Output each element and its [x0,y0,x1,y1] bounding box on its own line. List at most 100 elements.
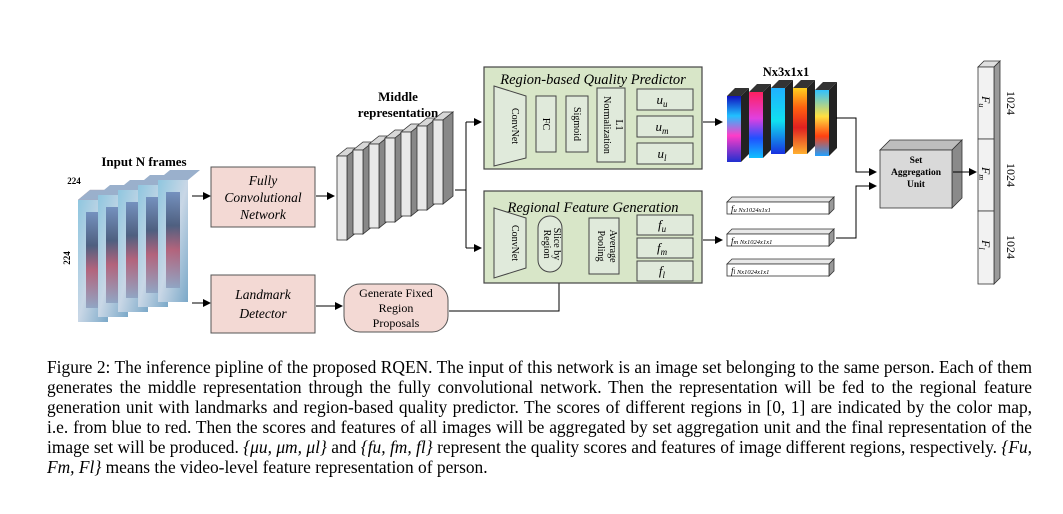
feature-m-main: f [657,240,663,255]
proposals-label-line2: Region [379,301,414,315]
score-heatmap [793,80,815,154]
input-frame-stack [77,170,200,322]
output-Fm-main: F [979,166,993,175]
proposals-box [343,283,449,333]
rfg-slice-block [537,215,563,273]
output-Fu-main: F [979,95,993,104]
svg-text:fu: fu [658,217,667,234]
score-u-main: u [657,92,664,107]
rqp-convnet-block [493,85,527,167]
rqen-pipeline-diagram: Input N frames 224 224 [62,60,1018,334]
rqp-title: Region-based Quality Predictor [499,72,686,88]
rfg-pool-label-line2: Pooling [595,230,606,261]
output-Fu-sub: u [977,103,986,107]
landmark-box [210,274,316,334]
caption-part-1: Figure 2: The inference pipline of the p… [47,357,1032,417]
score-heatmap [727,88,749,162]
svg-text:fm: fm [657,240,668,257]
score-heatmap-stack [727,80,837,162]
feature-m-sub: m [661,247,668,257]
rfg-slice-label-line2: Region [541,230,552,259]
output-Fl-dim: 1024 [1004,235,1018,259]
landmark-label-line2: Detector [238,306,287,321]
proposals-label-line1: Generate Fixed [359,286,433,300]
connector-features-to-agg [836,182,877,239]
rfg-title: Regional Feature Generation [506,200,678,216]
caption-part-2: are indicated by the color map, i.e. fro… [47,397,1032,457]
feature-vector-fl: fl Nx1024x1x1 [726,258,835,277]
feature-u-sub: u [662,224,667,234]
output-Fl-sub: l [977,247,986,250]
svg-text:fu Nx1024x1x1: fu Nx1024x1x1 [731,204,771,214]
rqp-sigmoid-label: Sigmoid [571,107,582,141]
caption-F-set: {Fu, Fm, Fl} [47,437,1033,477]
rqp-score-ul: ul [636,142,694,165]
fcn-label-line3: Network [239,207,287,222]
caption-interval: [0, 1] [766,397,806,417]
feature-vector-fm: fm Nx1024x1x1 [726,228,835,247]
svg-text:um: um [656,119,670,136]
score-l-sub: l [664,153,667,163]
score-heatmap [815,82,837,156]
rqp-fc-label: FC [540,118,551,131]
feature-l-sub: l [663,270,666,280]
output-Fm-dim: 1024 [1004,163,1018,187]
input-height-label: 224 [62,251,72,265]
arrow-proposals-to-slice [449,275,563,312]
input-title: Input N frames [101,154,186,169]
rqp-normalization-label: Normalization [601,96,612,154]
middle-label-line1: Middle [378,89,418,104]
rqp-l1norm-block [596,87,626,163]
rfg-slice-label-line1: Slice by [551,228,562,261]
caption-mu-set: {μu, μm, μl} [243,437,327,457]
rfg-convnet-block [493,207,527,279]
set-aggregation-unit [879,139,963,209]
svg-text:ul: ul [657,146,667,163]
rfg-pool-block [588,217,620,275]
svg-text:Fu: Fu [977,95,993,107]
fu-vector-sub: u Nx1024x1x1 [734,207,771,214]
svg-text:Fm: Fm [977,166,993,180]
rfg-pool-label-line1: Average [607,229,618,263]
score-l-main: u [657,146,664,161]
set-agg-label-line2: Aggregation [891,168,942,178]
rqp-fc-block [535,95,557,153]
feature-map [431,111,455,205]
fu-vector-main: f [731,204,735,214]
feature-l-main: f [659,263,665,278]
svg-text:fl Nx1024x1x1: fl Nx1024x1x1 [731,266,769,276]
output-vector-Fl [977,210,995,285]
rqp-score-um: um [636,115,694,138]
score-maps-label: Nx3x1x1 [763,65,810,79]
output-Fm-sub: m [977,174,986,180]
score-heatmap [749,84,771,158]
score-m-main: u [656,119,663,134]
set-agg-label-line3: Unit [907,180,926,190]
output-vector-stack [977,60,1001,285]
svg-text:fl: fl [659,263,666,280]
rqp-score-uu: uu [636,88,694,111]
svg-text:uu: uu [657,92,669,109]
caption-part-5: means the video-level feature representa… [101,457,488,477]
output-Fu-dim: 1024 [1004,91,1018,115]
fl-vector-sub: l Nx1024x1x1 [734,269,770,276]
figure-caption: Figure 2: The inference pipline of the p… [47,357,1032,477]
input-width-label: 224 [67,176,81,186]
landmark-label-line1: Landmark [234,287,292,302]
rqp-l1-label: L1 [613,119,624,130]
rfg-feature-fm: fm [636,237,694,259]
svg-text:fm Nx1024x1x1: fm Nx1024x1x1 [731,236,772,246]
rqp-convnet-label: ConvNet [509,108,520,144]
fl-vector-main: f [731,266,735,276]
fcn-label-line2: Convolutional [224,190,301,205]
svg-text:Fl: Fl [977,239,993,250]
score-u-sub: u [663,99,668,109]
fm-vector-sub: m Nx1024x1x1 [734,239,773,246]
rfg-feature-fu: fu [636,214,694,236]
caption-part-4: represent the quality scores and feature… [432,437,1002,457]
rfg-convnet-label: ConvNet [509,225,520,261]
rfg-feature-fl: fl [636,260,694,282]
connector-maps-to-agg [836,117,877,176]
proposals-label-line3: Proposals [373,316,420,330]
fcn-box [210,166,316,228]
